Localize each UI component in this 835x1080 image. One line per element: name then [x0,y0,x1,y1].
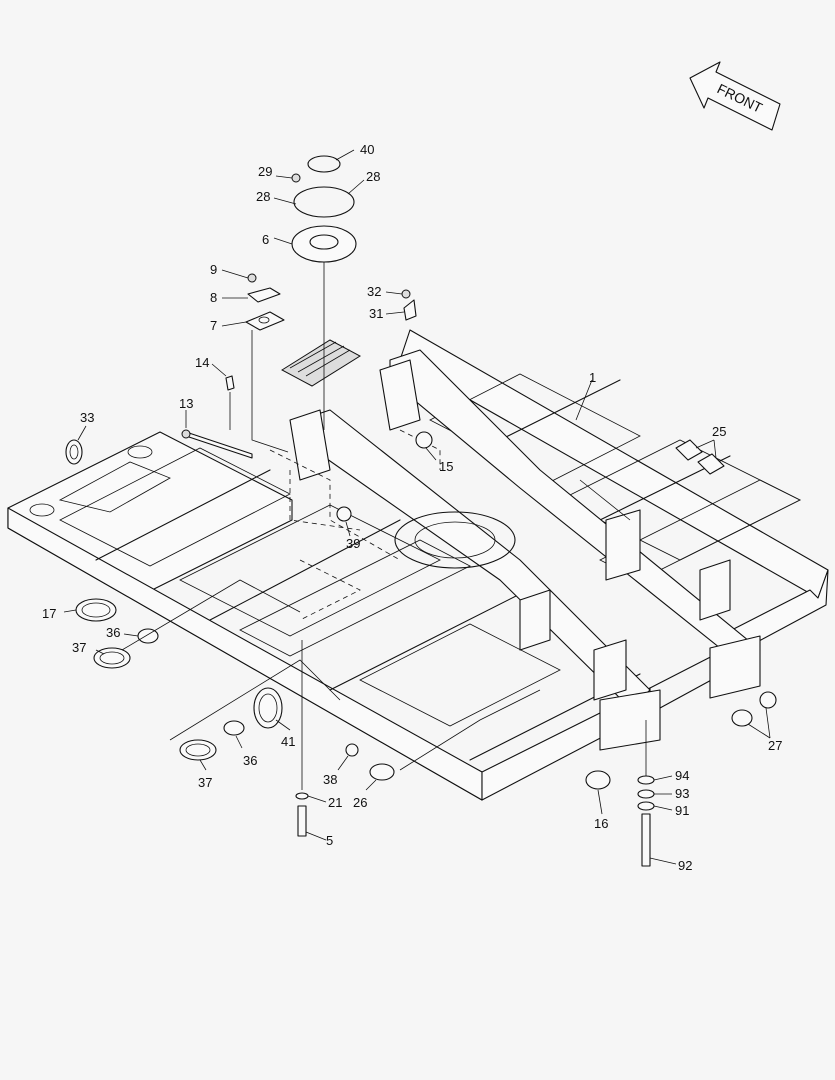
callout-13: 13 [179,396,193,411]
callout-33: 33 [80,410,94,425]
callout-labels: 40 29 28 28 6 9 8 7 32 31 14 1 13 33 25 … [42,142,782,873]
callout-8: 8 [210,290,217,305]
callout-7: 7 [210,318,217,333]
exploded-parts [65,155,777,867]
callout-36-left: 36 [106,625,120,640]
callout-91: 91 [675,803,689,818]
callout-37-left: 37 [72,640,86,655]
callout-40: 40 [360,142,374,157]
callout-28-left: 28 [256,189,270,204]
callout-92: 92 [678,858,692,873]
callout-94: 94 [675,768,689,783]
hidden-lines [269,429,441,621]
callout-6: 6 [262,232,269,247]
callout-93: 93 [675,786,689,801]
main-frame [7,329,829,801]
callout-14: 14 [195,355,209,370]
leader-lines [63,149,771,865]
callout-16: 16 [594,816,608,831]
callout-1: 1 [589,370,596,385]
callout-32: 32 [367,284,381,299]
callout-17: 17 [42,606,56,621]
callout-21: 21 [328,795,342,810]
callout-38: 38 [323,772,337,787]
callout-37-bottom: 37 [198,775,212,790]
callout-36-bottom: 36 [243,753,257,768]
callout-5: 5 [326,833,333,848]
callout-28-right: 28 [366,169,380,184]
callout-15: 15 [439,459,453,474]
front-direction-arrow: FRONT [689,61,781,131]
callout-25: 25 [712,424,726,439]
callout-26: 26 [353,795,367,810]
callout-31: 31 [369,306,383,321]
callout-27: 27 [768,738,782,753]
callout-41: 41 [281,734,295,749]
callout-39: 39 [346,536,360,551]
callout-9: 9 [210,262,217,277]
callout-29: 29 [258,164,272,179]
